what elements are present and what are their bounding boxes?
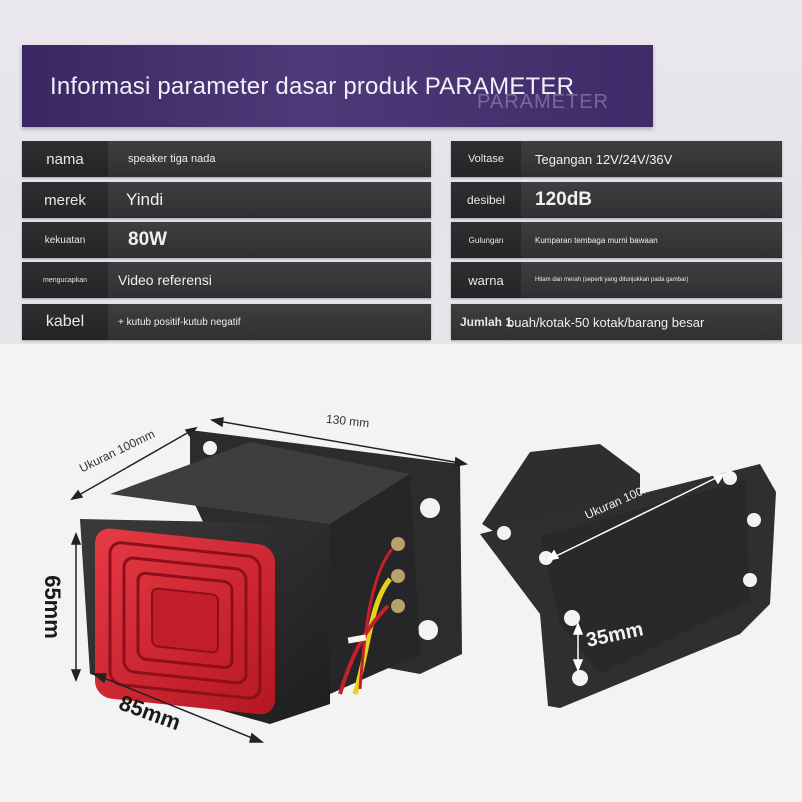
dimension-lines	[70, 417, 469, 743]
param-value: speaker tiga nada	[128, 153, 216, 165]
param-value: Tegangan 12V/24V/36V	[535, 151, 673, 167]
param-row-desibel: desibel 120dB	[451, 182, 782, 218]
param-row-gulungan: Gulungan Kumparan tembaga murni bawaan	[451, 222, 782, 258]
param-row-kekuatan: kekuatan 80W	[22, 222, 431, 258]
param-label: warna	[451, 262, 521, 298]
param-value: 120dB	[535, 189, 593, 210]
speaker-rear-view	[480, 444, 776, 708]
param-value: Hitam dan merah (seperti yang ditunjukka…	[535, 277, 689, 283]
parameter-section: Informasi parameter dasar produk PARAMET…	[0, 0, 802, 344]
product-photo-section: 130 mm Ukuran 100mm Ukuran 100mm 65mm 85…	[0, 344, 802, 802]
parameter-banner: Informasi parameter dasar produk PARAMET…	[22, 45, 653, 127]
param-row-jumlah: Jumlah 1 buah/kotak-50 kotak/barang besa…	[451, 304, 782, 340]
product-photo	[70, 417, 776, 743]
height-label: 65mm	[39, 575, 65, 639]
banner-title: Informasi parameter dasar produk PARAMET…	[50, 73, 575, 100]
param-label: merek	[22, 182, 108, 218]
param-row-merek: merek Yindi	[22, 182, 431, 218]
param-label: kabel	[22, 304, 108, 340]
param-row-warna: warna Hitam dan merah (seperti yang ditu…	[451, 262, 782, 298]
param-label: nama	[22, 141, 108, 177]
param-value: buah/kotak-50 kotak/barang besar	[507, 314, 705, 330]
param-row-voltase: Voltase Tegangan 12V/24V/36V	[451, 141, 782, 177]
param-label: Voltase	[451, 141, 521, 177]
param-row-nama: nama speaker tiga nada	[22, 141, 431, 177]
param-value: 80W	[128, 229, 168, 250]
banner-echo-text: PARAMETER	[477, 91, 609, 113]
red-grille	[95, 528, 275, 715]
param-label: Jumlah 1	[459, 315, 513, 329]
param-row-mengucapkan: mengucapkan Video referensi	[22, 262, 431, 298]
param-label: mengucapkan	[22, 262, 108, 298]
param-label: kekuatan	[22, 222, 108, 258]
rear-dimension-lines	[546, 472, 726, 673]
speaker-front-view	[80, 430, 462, 724]
param-value: + kutub positif-kutub negatif	[118, 316, 241, 328]
terminals	[391, 537, 405, 613]
param-label: Gulungan	[451, 222, 521, 258]
param-value: Kumparan tembaga murni bawaan	[535, 235, 658, 245]
param-value: Video referensi	[118, 272, 212, 288]
param-row-kabel: kabel + kutub positif-kutub negatif	[22, 304, 431, 340]
param-value: Yindi	[126, 190, 164, 209]
param-label: desibel	[451, 182, 521, 218]
